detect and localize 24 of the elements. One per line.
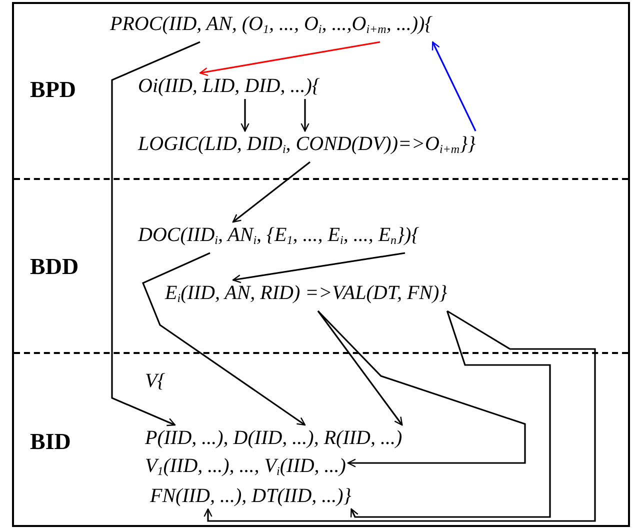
formula-text: P(IID, ...), D(IID, ...), R(IID, ...) bbox=[145, 426, 402, 450]
formula-text: E$_{i}$(IID, AN, RID) =>VAL(DT, FN)} bbox=[165, 281, 448, 310]
formula-text: V$_{1}$(IID, ...), ..., V$_{i}$(IID, ...) bbox=[145, 454, 346, 483]
arrow bbox=[317, 310, 403, 426]
arrow bbox=[300, 99, 310, 132]
formula-text: PROC(IID, AN, (O$_{1}$, ..., O$_{i}$, ...,O$_{i+m}$, ...)){ bbox=[110, 12, 433, 41]
formula-text: DOC(IID$_{i}$, AN$_{i}$, {E$_{1}$, ..., E$_{i}$, ..., E$_{n}$}){ bbox=[138, 223, 420, 252]
arrow bbox=[204, 310, 596, 522]
arrow bbox=[232, 252, 406, 284]
formula-text: Oi(IID, LID, DID, ...){ bbox=[138, 74, 320, 98]
formula-text: LOGIC(LID, DID$_{i}$, COND(DV))=>O$_{i+m}$}} bbox=[138, 132, 476, 161]
arrow bbox=[317, 310, 526, 468]
section-label: BID bbox=[30, 429, 71, 455]
arrow bbox=[199, 41, 380, 76]
formula-text: FN(IID, ...), DT(IID, ...)} bbox=[150, 484, 352, 508]
arrow bbox=[232, 161, 310, 223]
section-label: BDD bbox=[30, 254, 79, 280]
arrow bbox=[111, 41, 200, 426]
formula-text: V{ bbox=[145, 369, 166, 393]
arrow bbox=[350, 310, 551, 518]
section-label: BPD bbox=[30, 77, 76, 103]
arrow bbox=[142, 252, 306, 426]
arrow bbox=[240, 99, 250, 132]
arrow bbox=[432, 41, 476, 132]
